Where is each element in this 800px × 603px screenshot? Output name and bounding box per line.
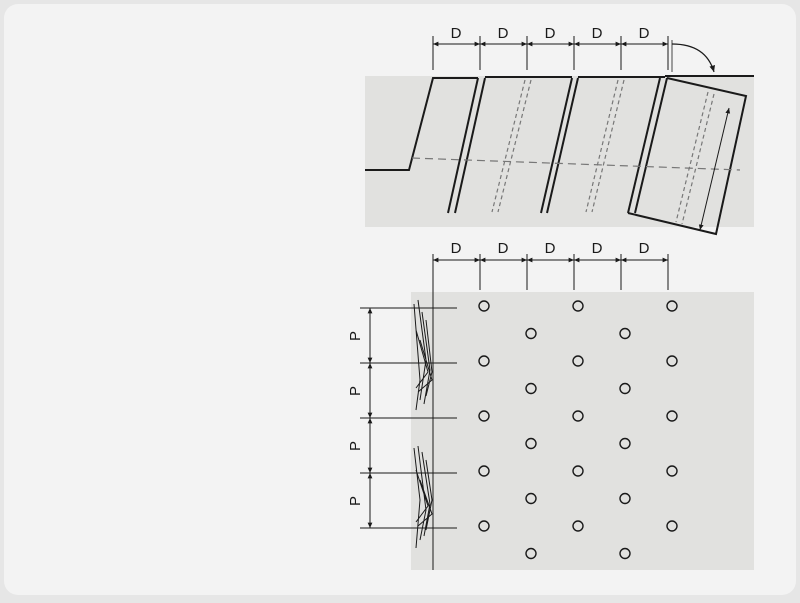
d-label-top-2: D <box>498 25 509 42</box>
drill-hole <box>478 355 490 367</box>
drill-hole <box>478 520 490 532</box>
section-panel <box>365 76 754 227</box>
drill-hole <box>619 327 631 340</box>
d-dimension-chain-bottom <box>479 254 669 290</box>
p-label-1: P <box>347 331 364 341</box>
floor-line <box>411 157 741 171</box>
drill-hole <box>525 382 537 395</box>
p-label-2: P <box>347 386 364 396</box>
blasted-face-upper <box>413 299 433 411</box>
drill-hole <box>525 437 537 450</box>
drill-hole <box>572 520 584 532</box>
drill-hole <box>525 492 537 505</box>
p-label-4: P <box>347 496 364 506</box>
d-label-bottom-5: D <box>639 240 650 257</box>
drill-hole <box>666 465 678 477</box>
drill-hole <box>619 492 631 505</box>
d-label-top-4: D <box>592 25 603 42</box>
blasted-face-lower <box>413 445 433 549</box>
drill-hole <box>666 410 678 422</box>
d-label-bottom-4: D <box>592 240 603 257</box>
inclined-hole-2 <box>540 77 579 214</box>
d-label-bottom-3: D <box>545 240 556 257</box>
d-label-top-1: D <box>451 25 462 42</box>
drill-hole <box>619 437 631 450</box>
plan-view: D D D D D P P P P <box>347 240 754 570</box>
rotated-block <box>627 77 748 236</box>
drill-hole <box>478 410 490 422</box>
d-label-top-3: D <box>545 25 556 42</box>
drill-hole <box>572 355 584 367</box>
drill-hole <box>572 465 584 477</box>
drill-hole <box>666 300 678 312</box>
ground-profile <box>365 77 478 171</box>
drilling-pattern-diagram: D D D D D D D D <box>347 25 754 570</box>
depth-dimension <box>698 107 731 231</box>
drill-hole <box>619 382 631 395</box>
drill-hole <box>666 355 678 367</box>
drill-hole <box>525 327 537 340</box>
drill-hole <box>478 300 490 312</box>
drill-hole <box>478 465 490 477</box>
drill-hole <box>619 547 631 560</box>
inclined-hole-1 <box>447 77 486 214</box>
section-view: D D D D D <box>365 25 754 236</box>
drill-hole <box>572 410 584 422</box>
drill-hole <box>666 520 678 532</box>
p-dimension-extension-lines <box>360 307 457 529</box>
d-label-bottom-1: D <box>451 240 462 257</box>
rotation-arrow <box>671 43 715 73</box>
drill-hole <box>572 300 584 312</box>
drill-hole <box>525 547 537 560</box>
p-label-3: P <box>347 441 364 451</box>
d-label-top-5: D <box>639 25 650 42</box>
inclined-hole-3 <box>627 77 668 214</box>
diagram-frame: D D D D D D D D <box>4 4 796 595</box>
d-label-bottom-2: D <box>498 240 509 257</box>
drill-hole-grid <box>478 300 678 560</box>
